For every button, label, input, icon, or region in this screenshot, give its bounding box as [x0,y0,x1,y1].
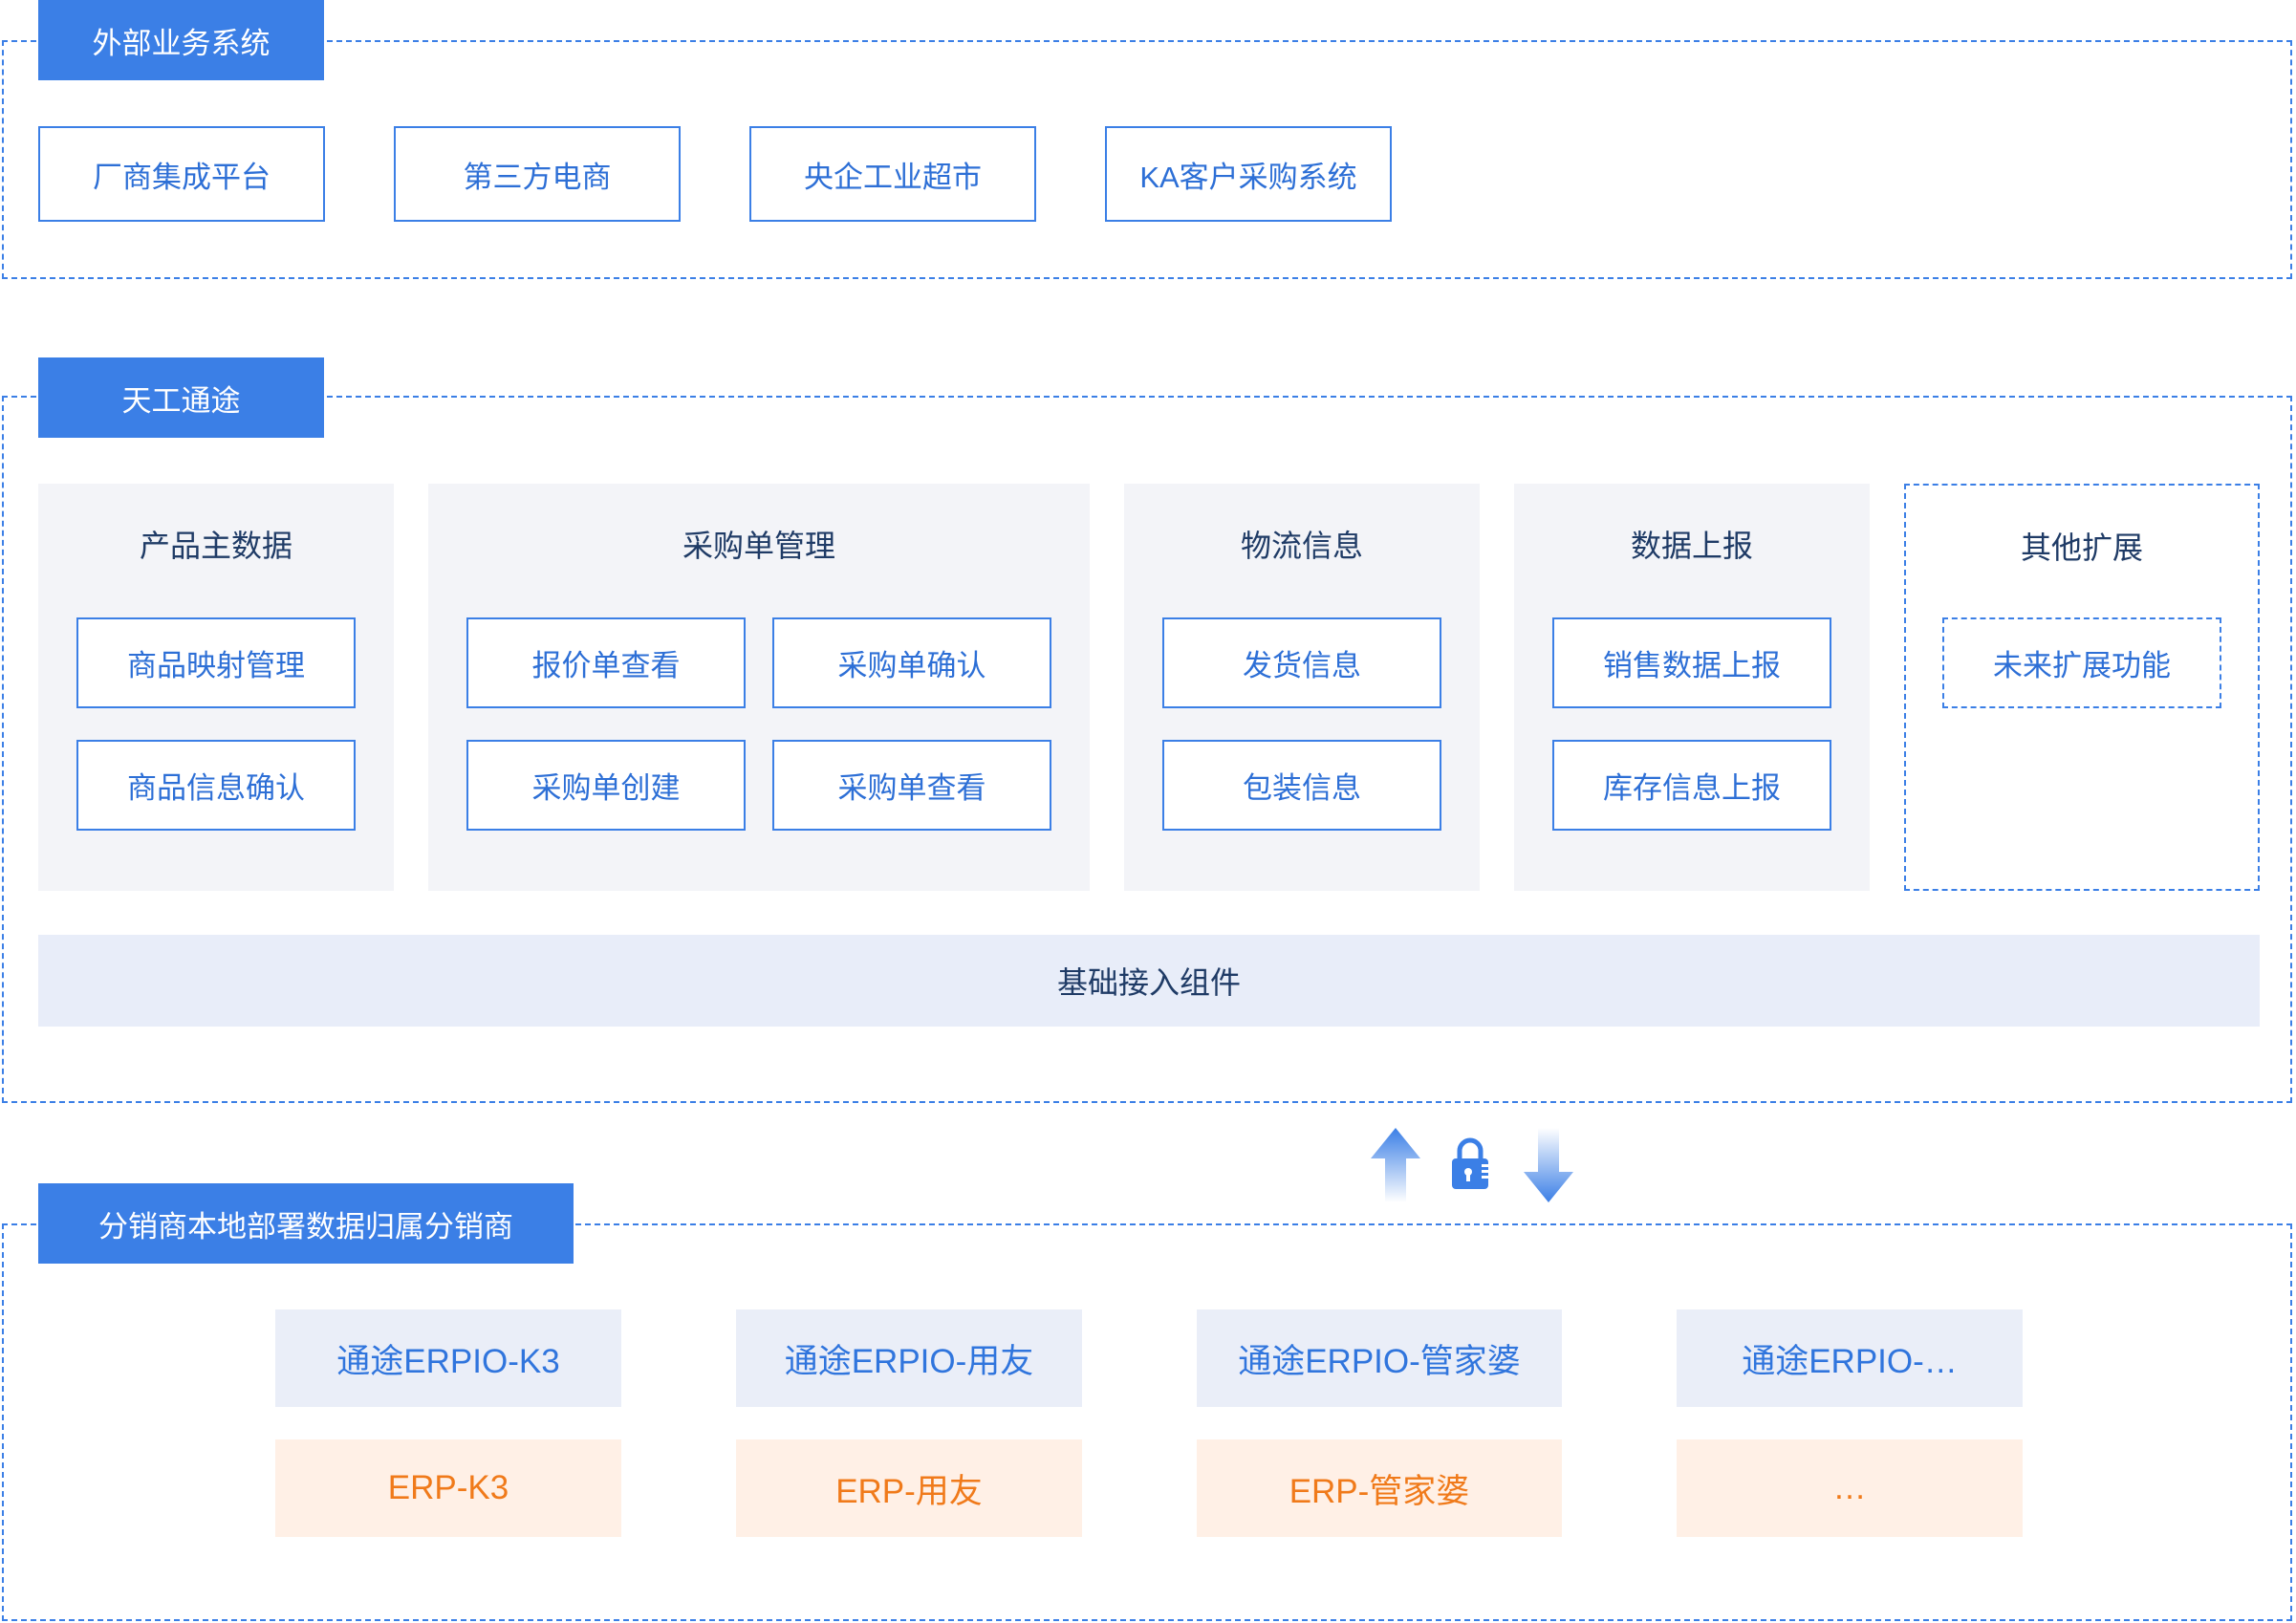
lock-icon [1452,1137,1488,1189]
erpio-connector-box: 通途ERPIO-K3 [275,1309,621,1407]
module-item: 包装信息 [1162,740,1441,831]
module-title: 采购单管理 [682,529,835,563]
external-system-box: 央企工业超市 [749,126,1036,222]
module-item: 库存信息上报 [1552,740,1831,831]
erp-box: ERP-K3 [275,1439,621,1537]
erp-box: ERP-用友 [736,1439,1082,1537]
module-title: 其他扩展 [2020,530,2143,565]
module-logistics: 物流信息 发货信息 包装信息 [1124,484,1480,891]
module-item: 发货信息 [1162,617,1441,708]
local-deployment-section [2,1223,2292,1621]
local-deployment-tag: 分销商本地部署数据归属分销商 [38,1183,574,1264]
module-item: 销售数据上报 [1552,617,1831,708]
module-data-reporting: 数据上报 销售数据上报 库存信息上报 [1514,484,1870,891]
module-product-master-data: 产品主数据 商品映射管理 商品信息确认 [38,484,394,891]
base-access-component: 基础接入组件 [38,935,2260,1027]
module-other-extensions: 其他扩展 未来扩展功能 [1904,484,2260,891]
external-systems-tag: 外部业务系统 [38,0,324,80]
module-item: 商品映射管理 [76,617,356,708]
module-item: 报价单查看 [466,617,746,708]
erpio-connector-box: 通途ERPIO-… [1677,1309,2023,1407]
module-item: 采购单创建 [466,740,746,831]
external-system-box: KA客户采购系统 [1105,126,1392,222]
platform-section [2,396,2292,1103]
arrow-down-icon [1524,1128,1573,1202]
external-systems-section [2,40,2292,279]
platform-tag: 天工通途 [38,357,324,438]
external-system-box: 厂商集成平台 [38,126,325,222]
module-purchase-order-management: 采购单管理 报价单查看 采购单确认 采购单创建 采购单查看 [428,484,1090,891]
module-item: 采购单查看 [772,740,1051,831]
module-item: 采购单确认 [772,617,1051,708]
module-item: 未来扩展功能 [1942,617,2221,708]
module-item: 商品信息确认 [76,740,356,831]
module-title: 数据上报 [1630,529,1753,563]
erpio-connector-box: 通途ERPIO-管家婆 [1197,1309,1562,1407]
erpio-connector-box: 通途ERPIO-用友 [736,1309,1082,1407]
module-title: 物流信息 [1240,529,1363,563]
erp-box: … [1677,1439,2023,1537]
external-system-box: 第三方电商 [394,126,681,222]
erp-box: ERP-管家婆 [1197,1439,1562,1537]
module-title: 产品主数据 [139,529,292,563]
arrow-up-icon [1371,1128,1420,1202]
